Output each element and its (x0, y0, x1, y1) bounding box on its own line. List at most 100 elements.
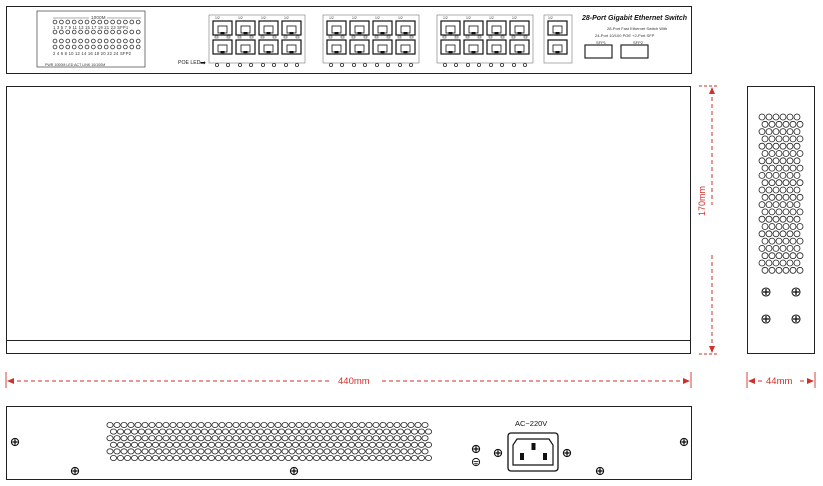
vent-hole (796, 135, 804, 143)
vent-hole (302, 448, 310, 455)
vent-hole (288, 435, 296, 442)
vent-hole (246, 448, 254, 455)
vent-hole (793, 113, 801, 121)
vent-hole (789, 208, 797, 216)
port-clip (266, 51, 271, 54)
vent-hole (768, 252, 776, 260)
vent-hole (249, 428, 257, 435)
vent-hole (239, 421, 247, 428)
vent-hole (305, 428, 313, 435)
screw-icon (761, 287, 771, 297)
screw-icon (791, 314, 801, 324)
vent-hole (263, 455, 271, 462)
vent-hole (326, 428, 334, 435)
vent-hole (260, 448, 268, 455)
vent-hole (169, 435, 177, 442)
rear-panel: AC~220V (6, 406, 692, 480)
vent-hole (793, 201, 801, 208)
vent-hole (218, 448, 226, 455)
led-indicator (110, 44, 115, 50)
vent-hole (758, 230, 766, 238)
vent-hole (288, 421, 296, 428)
vent-hole (782, 223, 790, 230)
vent-hole (782, 266, 790, 274)
led-indicator (52, 44, 58, 50)
vent-hole (765, 215, 773, 223)
vent-hole (127, 448, 135, 455)
width-dimension-label: 440mm (334, 376, 374, 387)
screw-icon (791, 287, 801, 297)
led-indicator (129, 38, 135, 44)
vent-hole (242, 455, 250, 462)
vent-hole (789, 237, 797, 245)
vent-hole (151, 428, 159, 435)
vent-hole (302, 421, 310, 428)
port-number-label: 1/2 (284, 16, 289, 20)
vent-hole (786, 128, 794, 135)
vent-hole (379, 421, 387, 428)
vent-hole (779, 244, 787, 252)
vent-hole (386, 421, 394, 428)
vent-hole (779, 230, 787, 238)
vent-hole (758, 244, 766, 252)
vent-hole (326, 455, 334, 462)
vent-hole (326, 441, 334, 448)
vent-hole (796, 266, 804, 274)
vent-hole (344, 421, 352, 428)
led-indicator (110, 38, 115, 44)
vent-hole (337, 435, 345, 442)
vent-hole (197, 435, 205, 442)
vent-hole (793, 186, 801, 194)
vent-hole (309, 421, 317, 428)
vent-hole (253, 435, 261, 442)
poe-led (374, 63, 379, 68)
led-indicator (129, 29, 135, 35)
port-led (523, 35, 528, 39)
vent-hole (221, 428, 229, 435)
vent-hole (298, 441, 306, 448)
vent-hole (351, 435, 359, 442)
vent-hole (347, 441, 355, 448)
vent-hole (396, 441, 404, 448)
vent-hole (305, 441, 313, 448)
vent-hole (347, 455, 355, 462)
led-indicator (65, 38, 71, 44)
vent-hole (761, 266, 769, 274)
vent-hole (218, 435, 226, 442)
vent-hole (141, 435, 149, 442)
poe-led (511, 63, 516, 68)
led-indicator (135, 44, 141, 50)
vent-hole (319, 455, 327, 462)
vent-hole (232, 448, 240, 455)
vent-hole (768, 150, 776, 157)
vent-hole (765, 244, 773, 252)
poe-led (283, 63, 288, 68)
port-number-label: 1/2 (261, 16, 266, 20)
vent-hole (382, 428, 390, 435)
vent-hole (124, 455, 132, 462)
vent-hole (295, 421, 303, 428)
vent-hole (225, 421, 233, 428)
vent-hole (793, 230, 801, 238)
led-indicator (123, 44, 128, 50)
vent-hole (768, 164, 776, 172)
port-led (340, 35, 345, 39)
led-indicator (116, 19, 122, 25)
screw-icon (761, 314, 771, 324)
arrow-right-icon (807, 378, 814, 384)
vent-hole (144, 428, 152, 435)
port-number-label: 1/2 (548, 16, 553, 20)
vent-hole (389, 441, 397, 448)
port-led (500, 35, 505, 39)
led-indicator (84, 19, 90, 25)
vent-hole (410, 455, 418, 462)
vent-hole (323, 448, 331, 455)
poe-led (225, 63, 230, 68)
vent-hole (330, 448, 338, 455)
vent-hole (165, 428, 173, 435)
poe-led (248, 63, 253, 68)
vent-hole (141, 448, 149, 455)
vent-hole (786, 142, 794, 150)
vent-hole (782, 164, 790, 172)
vent-hole (403, 455, 411, 462)
